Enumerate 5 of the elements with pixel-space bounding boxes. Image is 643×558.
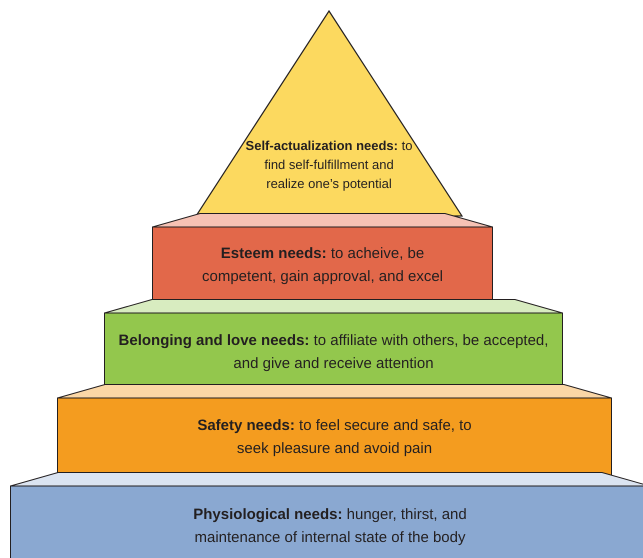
tier-label: Self-actualization needs: to find self-fulfillment and realize one’s potential (244, 137, 414, 193)
tier-label: Safety needs: to feel secure and safe, to seek pleasure and avoid pain (196, 416, 473, 459)
tier-label: Esteem needs: to acheive, be competent, gain approval, and excel (201, 244, 444, 287)
tier-label: Physiological needs: hunger, thirst, and maintenance of internal state of the body (192, 505, 468, 548)
tier-label: Belonging and love needs: to affiliate with others, be accepted, and give and receive attention (118, 330, 548, 374)
